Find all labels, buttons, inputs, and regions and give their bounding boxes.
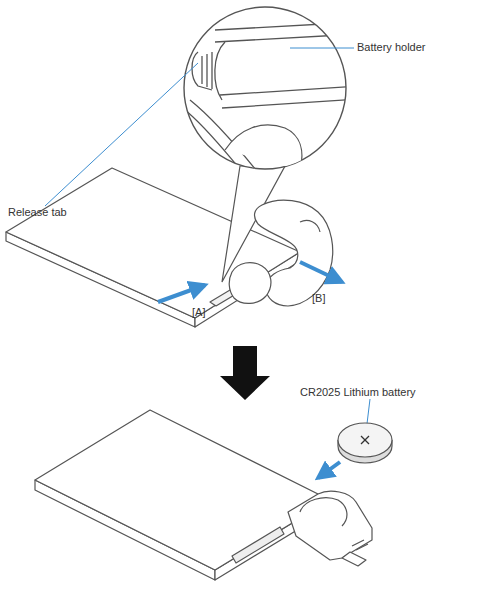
- step-arrow: [220, 346, 270, 400]
- action-label: [A]: [192, 306, 205, 319]
- part-label: CR2025 Lithium battery: [300, 386, 416, 399]
- part-label: Battery holder: [357, 41, 425, 54]
- battery-holder: [288, 491, 372, 566]
- coin-battery: [338, 423, 392, 463]
- magnified-holder: [185, 22, 360, 180]
- hand: [229, 200, 332, 306]
- part-label: Release tab: [8, 206, 67, 219]
- leader-line: [45, 48, 370, 432]
- action-label: [B]: [312, 292, 325, 305]
- remote-control: [35, 410, 330, 580]
